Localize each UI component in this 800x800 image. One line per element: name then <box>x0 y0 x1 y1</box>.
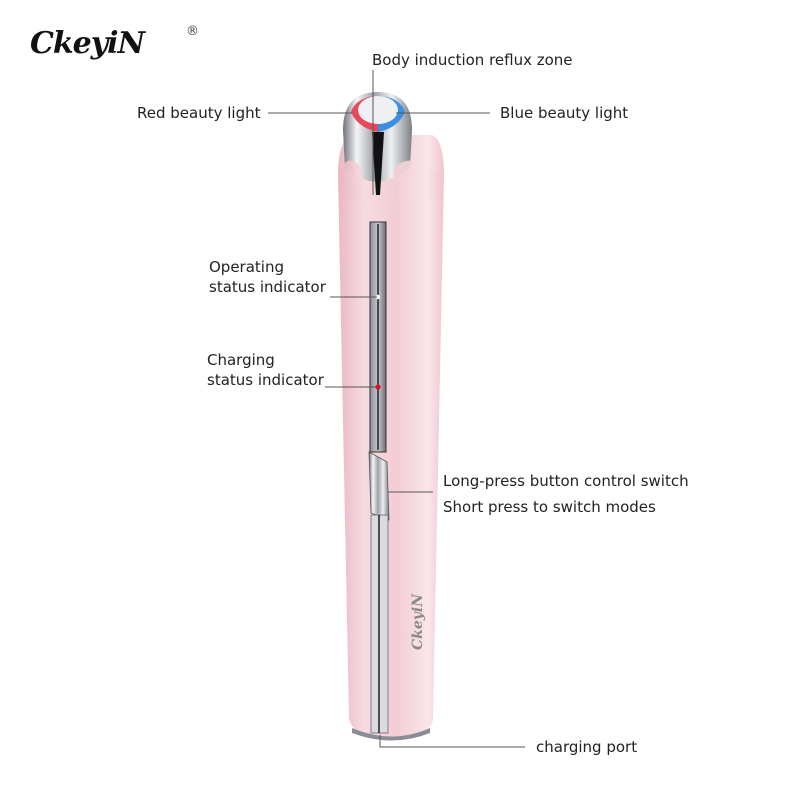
head-groove <box>372 132 384 195</box>
registered-mark: ® <box>186 24 199 39</box>
brand-logo: CkeyiN <box>30 26 145 61</box>
label-charging-1: Charging <box>207 351 275 369</box>
label-charging-port: charging port <box>536 738 638 756</box>
induction-zone <box>358 96 398 124</box>
label-button-2: Short press to switch modes <box>443 498 656 516</box>
label-red-light: Red beauty light <box>137 104 261 122</box>
label-operating-1: Operating <box>209 258 284 276</box>
pink-collar <box>340 160 442 210</box>
label-body-induction: Body induction reflux zone <box>372 51 573 69</box>
label-operating-2: status indicator <box>209 278 326 296</box>
operating-indicator <box>375 294 381 300</box>
charging-port <box>352 728 430 741</box>
charging-indicator <box>375 384 381 390</box>
leader-port <box>379 735 525 748</box>
label-charging-2: status indicator <box>207 371 324 389</box>
body-logo: CkeyiN <box>410 593 426 650</box>
label-button-1: Long-press button control switch <box>443 472 689 490</box>
label-blue-light: Blue beauty light <box>500 104 629 122</box>
control-button[interactable] <box>368 451 390 521</box>
device-body <box>338 135 444 740</box>
